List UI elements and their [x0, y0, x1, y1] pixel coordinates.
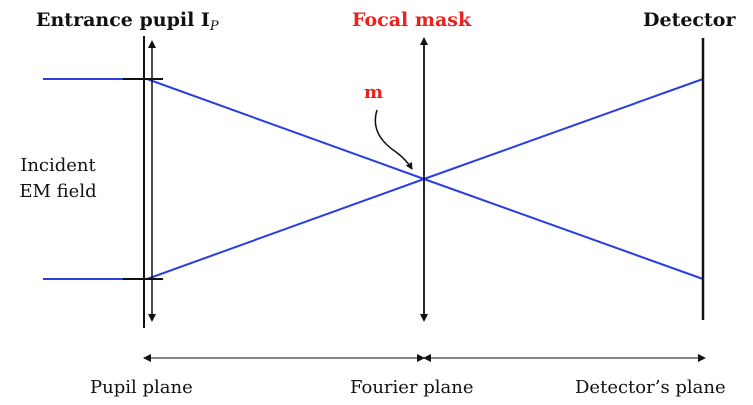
incident-label-line2: EM field [19, 181, 97, 202]
entrance-pupil-subscript: P [209, 19, 219, 34]
fourier-plane-label: Fourier plane [350, 377, 474, 398]
ray-focus-to-detector-top [423, 78, 704, 180]
ray-focus-to-detector-bottom [423, 178, 704, 280]
ray-top-to-focus [146, 78, 425, 180]
entrance-pupil-text: Entrance pupil I [36, 9, 210, 31]
entrance-pupil-title: Entrance pupil IP [36, 9, 219, 34]
incident-label-line1: Incident [20, 155, 96, 176]
incident-em-field-label: Incident EM field [12, 153, 104, 205]
pupil-plane-label: Pupil plane [90, 377, 193, 398]
focal-mask-title: Focal mask [352, 9, 472, 31]
m-label: m [364, 82, 384, 103]
ray-bottom-to-focus [146, 178, 425, 280]
m-pointer-arrow [374, 109, 413, 170]
detector-plane-label: Detector’s plane [575, 377, 726, 398]
detector-title: Detector [643, 9, 736, 31]
